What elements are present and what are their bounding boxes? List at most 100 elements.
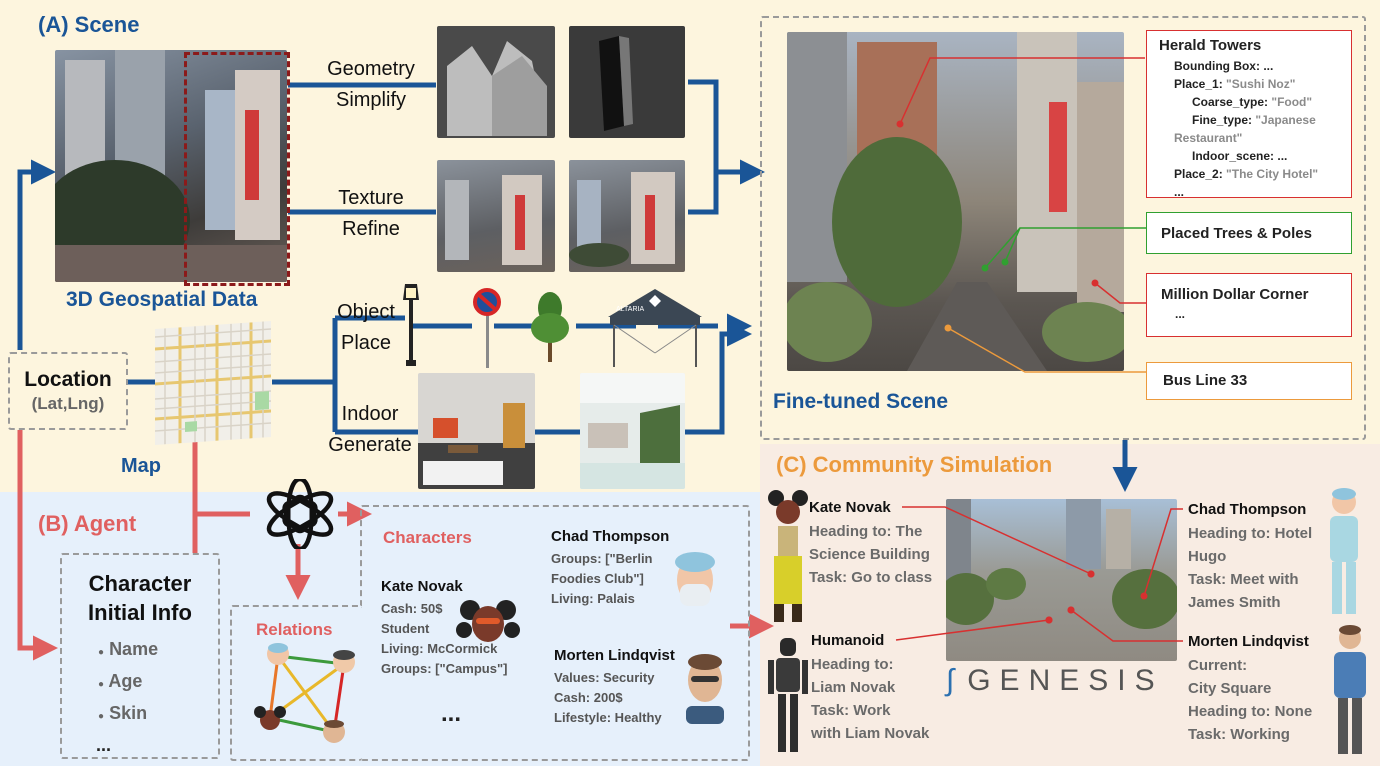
sim-morten: Morten Lindqvist Current: City Square He…	[1188, 633, 1312, 746]
object-label-line1: Object	[337, 301, 395, 323]
herald-coarse-key: Coarse_type:	[1192, 95, 1269, 109]
herald-place2-val: "The City Hotel"	[1226, 167, 1319, 181]
location-to-geo-arrow	[17, 159, 56, 350]
agent-chad-line-3: Living: Palais	[551, 591, 635, 606]
fine-tuned-container	[760, 16, 1366, 440]
info-more: ...	[96, 735, 112, 755]
sim-chad-name: Chad Thompson	[1188, 501, 1307, 518]
indoor-arrow	[535, 334, 742, 435]
herald-coarse-row: Coarse_type: "Food"	[1192, 93, 1351, 111]
map-label: Map	[121, 455, 161, 477]
latlng-label: (Lat,Lng)	[31, 394, 105, 413]
location-to-info-arrow	[17, 430, 58, 661]
genesis-logo: ∫GENESIS	[946, 664, 1164, 698]
community-title: (C) Community Simulation	[776, 452, 1053, 477]
geo-highlight-box	[184, 52, 290, 286]
info-item-skin-label: Skin	[109, 703, 148, 723]
info-item-skin: ● Skin	[98, 703, 148, 723]
sim-kate: Kate Novak Heading to: The Science Build…	[809, 499, 932, 589]
initial-info-title-line1: Character	[88, 571, 192, 596]
scene-title: (A) Scene	[38, 12, 140, 37]
herald-place1-row: Place_1: "Sushi Noz"	[1174, 75, 1351, 93]
info-item-name-label: Name	[109, 639, 159, 659]
agent-chad-line-2: Foodies Club"]	[551, 571, 644, 586]
sim-humanoid-name: Humanoid	[811, 632, 885, 649]
tree-icon	[531, 292, 569, 362]
agent-morten-line-3: Lifestyle: Healthy	[554, 710, 662, 725]
million-more: ...	[1175, 307, 1186, 321]
million-dollar-box: Million Dollar Corner ...	[1146, 273, 1352, 337]
info-item-age-label: Age	[108, 671, 143, 691]
genesis-logo-icon: ∫	[946, 664, 964, 697]
tent-icon: ALTARIA	[608, 289, 702, 367]
herald-coarse-val: "Food"	[1271, 95, 1313, 109]
no-parking-sign-icon	[473, 288, 501, 368]
geospatial-image	[55, 50, 287, 282]
agent-chad: Chad Thompson Groups: ["Berlin Foodies C…	[551, 528, 669, 609]
geo-label: 3D Geospatial Data	[66, 288, 258, 311]
agent-kate-name: Kate Novak	[381, 578, 463, 595]
sim-kate-line-1: Heading to: The	[809, 523, 923, 540]
agent-morten-line-2: Cash: 200$	[554, 690, 623, 705]
tent-text: ALTARIA	[616, 306, 644, 313]
openai-logo-icon	[266, 479, 334, 549]
geometry-thumb-2	[569, 26, 685, 138]
geometry-label-line1: Geometry	[327, 58, 415, 80]
sim-humanoid-line-1: Heading to:	[811, 656, 894, 673]
scene-merge-arrow	[688, 79, 755, 215]
herald-bbox-key: Bounding Box:	[1174, 59, 1260, 73]
agent-kate-line-4: Groups: ["Campus"]	[381, 661, 508, 676]
sim-morten-line-4: Task: Working	[1188, 726, 1290, 743]
characters-label: Characters	[383, 528, 472, 547]
info-item-age: ● Age	[98, 671, 143, 691]
herald-indoor-key: Indoor_scene:	[1192, 149, 1275, 163]
agent-kate-line-3: Living: McCormick	[381, 641, 498, 656]
herald-place1-key: Place_1:	[1174, 77, 1223, 91]
geometry-simplify-label: Geometry Simplify	[312, 54, 430, 116]
agent-morten: Morten Lindqvist Values: Security Cash: …	[554, 647, 675, 728]
herald-fine-val2: Restaurant"	[1174, 131, 1243, 145]
sim-chad-line-1: Heading to: Hotel	[1188, 525, 1313, 542]
sim-chad-line-4: James Smith	[1188, 594, 1281, 611]
chad-figure-icon	[1330, 488, 1358, 614]
texture-thumb-1	[437, 160, 555, 272]
morten-figure-icon	[1334, 625, 1366, 754]
agent-morten-name: Morten Lindqvist	[554, 647, 675, 664]
sim-humanoid-line-2: Liam Novak	[811, 679, 896, 696]
texture-thumb-2	[569, 160, 685, 272]
herald-place2-row: Place_2: "The City Hotel"	[1174, 165, 1351, 183]
herald-place2-key: Place_2:	[1174, 167, 1223, 181]
bus-line-box: Bus Line 33	[1146, 362, 1352, 400]
agent-chad-name: Chad Thompson	[551, 528, 670, 545]
million-title: Million Dollar Corner	[1161, 286, 1309, 303]
texture-label-line2: Refine	[342, 218, 400, 240]
location-label: Location	[24, 368, 112, 391]
fine-tuned-label: Fine-tuned Scene	[773, 390, 949, 413]
herald-place1-val: "Sushi Noz"	[1226, 77, 1296, 91]
indoor-generate-label: Indoor Generate	[320, 399, 420, 461]
herald-indoor-val: ...	[1277, 149, 1288, 163]
object-place-label: Object Place	[320, 297, 412, 359]
street-lamp-icon	[403, 284, 419, 366]
agent-morten-line-1: Values: Security	[554, 670, 655, 685]
sim-kate-name: Kate Novak	[809, 499, 891, 516]
sim-morten-name: Morten Lindqvist	[1188, 633, 1309, 650]
herald-fine-key: Fine_type:	[1192, 113, 1253, 127]
initial-info-box: Character Initial Info ● Name ● Age ● Sk…	[60, 553, 220, 759]
sim-humanoid: Humanoid Heading to: Liam Novak Task: Wo…	[811, 632, 929, 745]
agent-kate-line-2: Student	[381, 621, 430, 636]
initial-info-title: Character Initial Info	[62, 569, 218, 627]
texture-label-line1: Texture	[338, 187, 404, 209]
morten-avatar-icon	[686, 654, 724, 724]
geospatial-buildings-illustration	[55, 50, 287, 282]
agent-chad-line-1: Groups: ["Berlin	[551, 551, 653, 566]
texture-refine-label: Texture Refine	[312, 183, 430, 245]
sim-morten-line-1: Current:	[1188, 657, 1248, 674]
humanoid-robot-icon	[768, 638, 808, 752]
herald-bbox-val: ...	[1263, 59, 1274, 73]
map-image	[155, 320, 271, 446]
herald-more: ...	[1174, 185, 1185, 199]
sim-morten-line-2: City Square	[1188, 680, 1272, 697]
sim-kate-line-3: Task: Go to class	[809, 569, 933, 586]
